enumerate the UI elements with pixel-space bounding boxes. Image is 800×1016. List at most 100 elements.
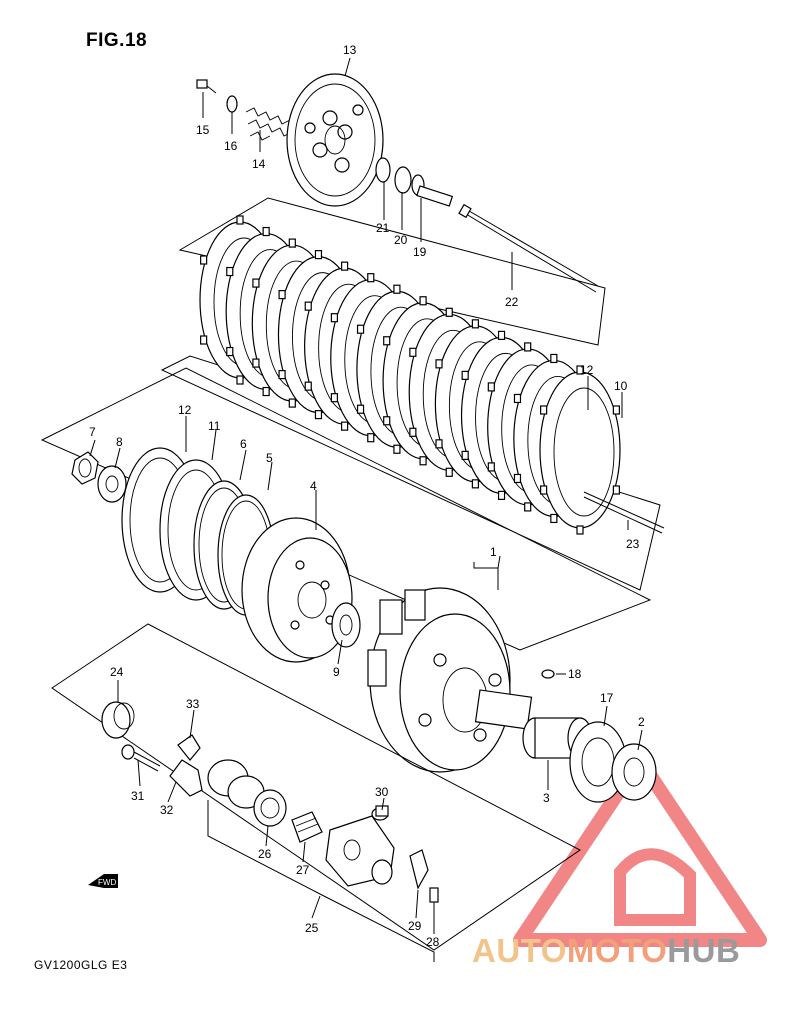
release-rod-piece-19 <box>411 174 454 207</box>
plate-tab <box>461 450 469 460</box>
forward-arrow-icon: FWD <box>88 874 118 888</box>
plate-tab <box>497 330 506 340</box>
lock-washer-8 <box>97 465 127 503</box>
plate-tab <box>356 324 365 334</box>
release-group-frame <box>51 623 581 951</box>
plate-tab <box>461 370 469 380</box>
callout-18: 18 <box>568 667 582 681</box>
plate-tab <box>262 226 270 237</box>
plate-tab <box>288 398 296 408</box>
model-code: GV1200GLG E3 <box>34 958 128 972</box>
oil-seal-26 <box>253 789 287 827</box>
callout-16: 16 <box>224 139 238 153</box>
plate-tab <box>435 359 443 369</box>
plate-tab <box>236 215 244 225</box>
callout-3: 3 <box>543 791 550 805</box>
plate-tab <box>524 502 532 512</box>
plate-tab <box>383 336 391 346</box>
boot-27 <box>291 811 323 843</box>
callout-32: 32 <box>160 803 174 817</box>
plate-32 <box>169 759 203 797</box>
plate-tab <box>304 301 312 311</box>
callout-2: 2 <box>638 715 645 729</box>
thrust-washer-2 <box>611 743 657 801</box>
watermark-part3: HUB <box>667 932 741 969</box>
plate-tab <box>383 416 391 426</box>
plate-tab <box>393 284 401 294</box>
push-rod-22 <box>458 203 599 293</box>
callout-26: 26 <box>258 847 272 861</box>
plate-tab <box>367 273 375 283</box>
callout-22: 22 <box>505 295 519 309</box>
primary-driven-gear-assembly-1 <box>367 587 533 773</box>
bracket-33 <box>177 734 201 761</box>
plate-tab <box>288 238 296 248</box>
plate-tab <box>278 370 286 380</box>
callout-1: 1 <box>490 545 497 559</box>
plate-tab <box>314 410 323 420</box>
callout-33: 33 <box>186 697 200 711</box>
plate-tab <box>252 278 260 288</box>
callout-7: 7 <box>89 425 96 439</box>
washer-16 <box>226 95 238 113</box>
clutch-plate-stack <box>199 215 621 535</box>
plate-tab <box>200 255 208 265</box>
plate-tab <box>576 525 584 535</box>
plate-stack-frame-bottom <box>160 355 661 591</box>
plate-tab <box>524 342 532 352</box>
watermark-part1: AUTO <box>472 932 567 969</box>
callout-17: 17 <box>600 691 614 705</box>
plate-tab <box>367 433 375 443</box>
plate-tab <box>487 382 495 392</box>
plate-tab <box>304 381 312 391</box>
plate-tab <box>497 490 506 500</box>
plate-tab <box>540 485 548 495</box>
push-rod-23 <box>583 491 665 534</box>
clutch-sleeve-hub-4 <box>241 517 353 663</box>
callout-24: 24 <box>110 665 124 679</box>
plate-tab <box>262 386 270 397</box>
callout-11: 11 <box>208 419 221 433</box>
plate-tab <box>550 513 558 524</box>
plate-tab <box>419 456 427 466</box>
watermark-logo: AUTOMOTOHUB <box>472 932 740 970</box>
callout-21: 21 <box>376 221 390 235</box>
plate-tab <box>550 353 558 364</box>
plate-tab <box>200 335 208 345</box>
callout-labels: 13 15 16 14 21 20 19 22 12 10 23 7 8 12 … <box>89 43 645 949</box>
hub-group-frame <box>40 367 652 651</box>
callout-19: 19 <box>413 245 427 259</box>
callout-25: 25 <box>305 921 319 935</box>
callout-12-left: 12 <box>178 403 192 417</box>
callout-12-right: 12 <box>580 363 594 377</box>
callout-27: 27 <box>296 863 310 877</box>
callout-20: 20 <box>394 233 408 247</box>
plate-stack-frame-top <box>178 197 606 346</box>
plate-tab <box>330 313 338 323</box>
plate-tab <box>314 250 323 260</box>
plate-tab <box>226 346 234 357</box>
plate-tab <box>487 462 495 472</box>
callout-5: 5 <box>266 451 273 465</box>
release-cylinder-25-b <box>325 815 395 887</box>
watermark-part2: MOTO <box>566 932 668 969</box>
plate-tab <box>576 365 584 375</box>
plate-tab <box>330 393 338 403</box>
piston-30 <box>371 805 389 821</box>
bracket-29 <box>409 849 429 890</box>
bleeder-28 <box>429 887 439 910</box>
bush-18 <box>541 669 566 679</box>
plate-tab <box>471 319 479 329</box>
plate-tab <box>540 405 548 415</box>
washer-21 <box>375 157 391 183</box>
bolt-15 <box>196 79 217 94</box>
callout-4: 4 <box>310 479 317 493</box>
thrust-washer-9 <box>331 602 361 648</box>
callout-9: 9 <box>333 665 340 679</box>
clutch-spring-14 <box>245 107 293 141</box>
clutch-plate-inner <box>553 387 615 517</box>
clutch-plate <box>539 371 621 529</box>
fwd-label: FWD <box>98 878 116 887</box>
